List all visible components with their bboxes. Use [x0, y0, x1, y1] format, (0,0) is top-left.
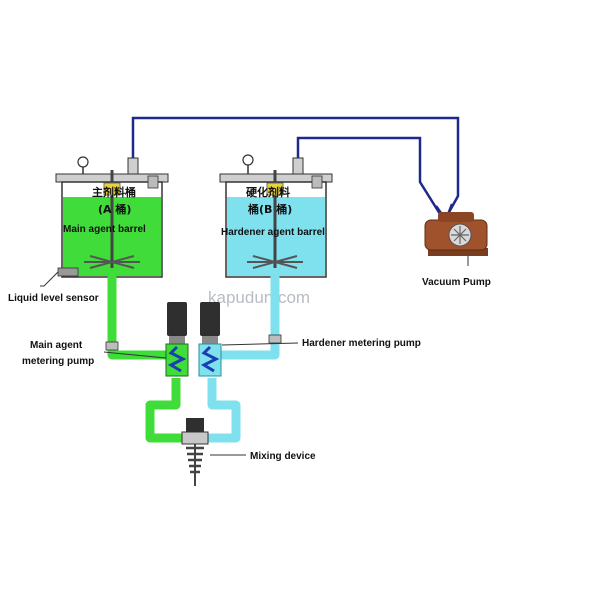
tank-a-title: 主剂料桶 — [92, 185, 136, 199]
tank-a-outlet-pipe — [107, 276, 168, 360]
tank-a-subtitle: (A 桶) — [98, 202, 131, 216]
mixer-body — [181, 431, 209, 445]
hardener-piping — [206, 276, 280, 443]
vacuum-pump: Vacuum Pump — [422, 212, 491, 288]
hardener-pump-motor — [200, 302, 220, 336]
hardener-pump-label: Hardener metering pump — [302, 338, 421, 349]
main-metering-pump — [165, 302, 189, 377]
main-pump-label-line2: metering pump — [22, 356, 94, 367]
hardener-agent-barrel-label: Hardener agent barrel — [221, 227, 325, 238]
tank-a-pressure-gauge — [77, 156, 89, 168]
vacuum-pump-top — [438, 212, 474, 222]
tank-a-motor — [103, 182, 121, 196]
tank-b-outlet-valve — [268, 334, 282, 344]
liquid-level-sensor-leader — [40, 271, 59, 287]
hardener-pump-leader — [221, 342, 299, 346]
vacuum-pump-base — [428, 248, 488, 256]
main-pump-to-mixer-pipe — [145, 378, 184, 443]
liquid-level-sensor-label: Liquid level sensor — [8, 293, 99, 304]
tank-b-outlet-pipe — [220, 276, 280, 360]
vacuum-pump-fan-icon — [451, 226, 469, 244]
main-pump-leader — [103, 351, 167, 359]
hardener-pump-screw-icon — [200, 345, 220, 373]
hardener-pump-coupling — [202, 336, 218, 344]
main-pump-label-line1: Main agent — [30, 340, 83, 351]
tank-b-subtitle: 桶(B 桶) — [247, 202, 292, 216]
mixing-device — [181, 418, 209, 486]
tank-a-outlet-valve — [105, 341, 119, 351]
mixing-device-label: Mixing device — [250, 451, 316, 462]
tank-b-stirrer — [247, 255, 303, 269]
mixer-head — [186, 418, 204, 432]
vacuum-lines — [131, 116, 460, 215]
main-agent-piping — [107, 276, 184, 443]
hardener-pump-to-mixer-pipe — [206, 378, 241, 443]
vacuum-line-tank-a — [131, 116, 460, 215]
tank-b-title: 硬化剂料 — [246, 185, 290, 199]
tank-a-side-fitting — [147, 175, 159, 189]
tank-b-motor — [266, 182, 284, 196]
liquid-level-sensor-device — [57, 267, 79, 277]
vacuum-pump-label: Vacuum Pump — [422, 277, 491, 288]
tank-a: 主剂料桶 (A 桶) Main agent barrel — [55, 156, 169, 278]
main-agent-barrel-label: Main agent barrel — [63, 224, 146, 235]
tank-b-side-fitting — [311, 175, 323, 189]
main-pump-screw-icon — [167, 345, 187, 373]
tank-a-vent-valve — [127, 157, 139, 175]
tank-b: 硬化剂料 桶(B 桶) Hardener agent barrel — [219, 154, 333, 278]
tank-b-pressure-gauge — [242, 154, 254, 166]
main-pump-motor — [167, 302, 187, 336]
tank-b-vent-valve — [292, 157, 304, 175]
tank-a-stirrer — [84, 255, 140, 269]
watermark: kapudun.com — [208, 288, 310, 307]
main-pump-coupling — [169, 336, 185, 344]
vacuum-line-tank-b — [296, 136, 442, 215]
hardener-metering-pump — [198, 302, 222, 377]
